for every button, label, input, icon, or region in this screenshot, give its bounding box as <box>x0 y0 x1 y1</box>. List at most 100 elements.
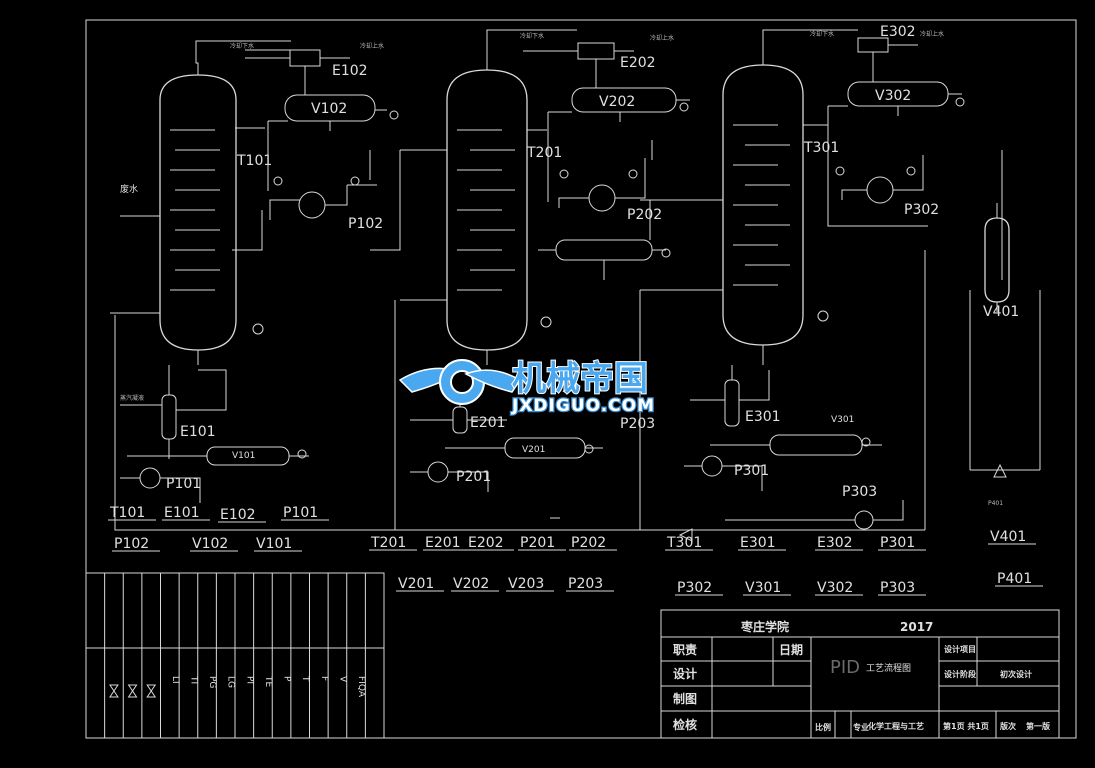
major-value: 化学工程与工艺 <box>868 721 924 731</box>
equipment-list-item-v301: V301 <box>745 580 781 596</box>
label-coolant-up-3: 冷却上水 <box>920 30 944 38</box>
legend-valve-icon <box>109 684 119 698</box>
equipment-list-item-p301: P301 <box>880 535 915 551</box>
reboiler-e101 <box>120 365 227 459</box>
year: 2017 <box>900 620 933 634</box>
legend-code-f: F <box>319 676 329 681</box>
label-feed: 废水 <box>120 183 138 195</box>
column-t201 <box>400 29 577 365</box>
watermark-en: JXDIGUO.COM <box>511 396 655 416</box>
label-e201: E201 <box>470 415 506 431</box>
exchanger-e202 <box>523 42 634 81</box>
legend-code-lg: LG <box>226 676 236 688</box>
label-e101: E101 <box>180 424 216 440</box>
label-p303: P303 <box>842 484 877 500</box>
equipment-list-item-e201: E201 <box>425 535 461 551</box>
label-p302: P302 <box>904 202 939 218</box>
equipment-list-item-p303: P303 <box>880 580 915 596</box>
check-label: 检核 <box>673 717 697 732</box>
equipment-list-item-p201: P201 <box>520 535 555 551</box>
label-steam: 蒸汽凝液 <box>120 394 144 402</box>
label-v301: V301 <box>831 415 854 425</box>
major-label: 专业 <box>853 722 869 732</box>
draft-label: 制图 <box>673 691 697 706</box>
drum-v203 <box>538 199 680 280</box>
duty-label: 职责 <box>673 642 697 657</box>
label-e202: E202 <box>620 55 656 71</box>
equipment-list-item-e101: E101 <box>164 505 200 521</box>
equipment-labels: E102 E202 E302 V102 V202 V302 T101 T201 … <box>120 24 1019 507</box>
label-p201: P201 <box>456 469 491 485</box>
drum-v202 <box>527 81 690 202</box>
label-p202: P202 <box>627 207 662 223</box>
drawing-border <box>85 19 1077 739</box>
sheet-info: 第1页 共1页 <box>943 721 989 731</box>
pump-p302 <box>841 155 926 350</box>
equipment-list-item-t101: T101 <box>109 505 145 521</box>
exchanger-e102 <box>245 49 350 86</box>
label-v401: V401 <box>983 304 1019 320</box>
equipment-list-item-e102: E102 <box>220 507 256 523</box>
scale-label: 比例 <box>815 722 831 732</box>
label-p401-small: P401 <box>988 500 1003 507</box>
version-label: 版次 <box>999 721 1016 731</box>
label-v101: V101 <box>232 451 255 461</box>
title-block: 枣庄学院 2017 职责 日期 设计 制图 检核 PID 工艺流程图 设计项目 … <box>660 609 1060 739</box>
label-p203: P203 <box>620 416 655 432</box>
reboiler-e301 <box>690 365 770 427</box>
equipment-list-item-v102: V102 <box>192 536 228 552</box>
column-t301 <box>640 29 858 365</box>
legend-code-fiqa: FIQA <box>356 676 366 698</box>
process-lines <box>110 290 926 542</box>
version-value: 第一版 <box>1026 721 1050 731</box>
label-coolant-down-3: 冷却下水 <box>810 30 834 38</box>
legend-code-t: T <box>300 675 310 682</box>
drum-v401 <box>969 150 1041 478</box>
equipment-list-item-v202: V202 <box>453 576 489 592</box>
legend-code-pg: PG <box>207 676 217 688</box>
equipment-list-item-p401: P401 <box>997 571 1032 587</box>
legend-valve-icon <box>127 684 138 698</box>
equipment-list-item-p302: P302 <box>677 580 712 596</box>
label-v102: V102 <box>311 101 347 117</box>
label-coolant-up-1: 冷却上水 <box>360 42 384 50</box>
label-coolant-down-1: 冷却下水 <box>230 42 254 50</box>
equipment-list-item-e202: E202 <box>468 535 504 551</box>
label-v202: V202 <box>599 94 635 110</box>
pump-p102 <box>232 150 401 251</box>
equipment-list-item-v203: V203 <box>508 576 544 592</box>
legend-code-ti: TI <box>188 675 198 684</box>
legend-code-li: LI <box>170 676 180 684</box>
drum-v301 <box>684 434 904 530</box>
label-p301: P301 <box>734 463 769 479</box>
label-v302: V302 <box>875 88 911 104</box>
equipment-list-item-t301: T301 <box>666 535 702 551</box>
school-name: 枣庄学院 <box>740 619 789 634</box>
drum-v201 <box>410 437 603 492</box>
watermark-cn: 机械帝国 <box>512 359 648 399</box>
exchanger-e302 <box>857 37 918 76</box>
stage-value: 初次设计 <box>1000 669 1032 679</box>
drum-v101 <box>120 446 309 503</box>
design-label: 设计 <box>673 666 697 681</box>
label-t301: T301 <box>803 140 839 156</box>
legend-code-v: V <box>337 676 347 683</box>
equipment-list-item-p203: P203 <box>568 576 603 592</box>
equipment-list-item-e302: E302 <box>817 535 853 551</box>
date-label: 日期 <box>779 642 803 657</box>
equipment-list-item-v401: V401 <box>990 529 1026 545</box>
drum-v102 <box>235 86 387 191</box>
project-label: 设计项目 <box>944 644 976 654</box>
drawing-title: 工艺流程图 <box>866 662 911 674</box>
label-e102: E102 <box>332 63 368 79</box>
instrument-bubbles <box>252 97 965 459</box>
watermark: 机械帝国 JXDIGUO.COM <box>398 358 655 417</box>
equipment-list-item-e301: E301 <box>740 535 776 551</box>
equipment-list-item-v201: V201 <box>398 576 434 592</box>
legend-code-p: P <box>282 676 292 682</box>
equipment-list-item-p102: P102 <box>114 536 149 552</box>
equipment-list-item-v101: V101 <box>256 536 292 552</box>
label-v201: V201 <box>522 445 545 455</box>
pid-label: PID <box>830 657 860 678</box>
